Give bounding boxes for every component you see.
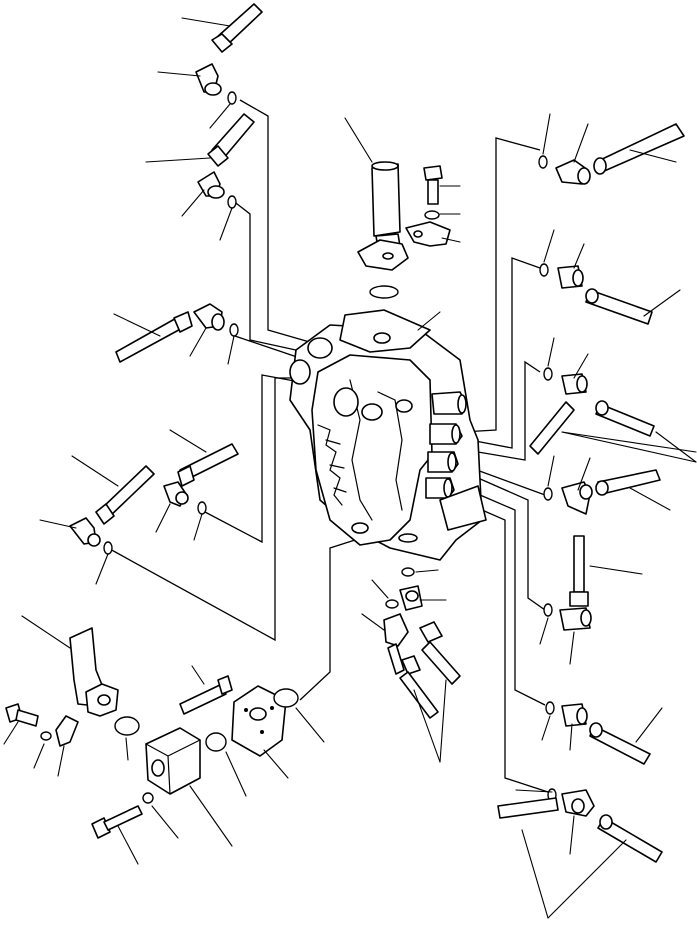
right-hose-group-4 [543,469,661,515]
left-upper-hose-group [195,3,263,209]
control-valve-body [289,309,487,561]
right-hose-group-6 [545,701,651,765]
callout-leader-lines [3,17,697,919]
bottom-center-fitting-group [383,567,461,719]
right-hose-group-5 [543,535,592,631]
left-middle-hose-group [115,303,239,363]
valve-top-port [373,332,391,344]
bottom-left-assembly [5,627,299,839]
flange-o-ring [369,285,399,299]
right-hose-group-3 [529,367,655,455]
right-hose-group-7 [497,788,663,863]
right-hose-group-2 [539,263,653,325]
bottom-left-o-ring [114,716,140,736]
hose-routing-lines [107,99,549,793]
valve-right-ports [425,391,487,531]
top-supply-pipe-group [357,161,451,299]
right-hose-group-1 [538,123,685,185]
left-lower-hose-group [69,443,239,555]
